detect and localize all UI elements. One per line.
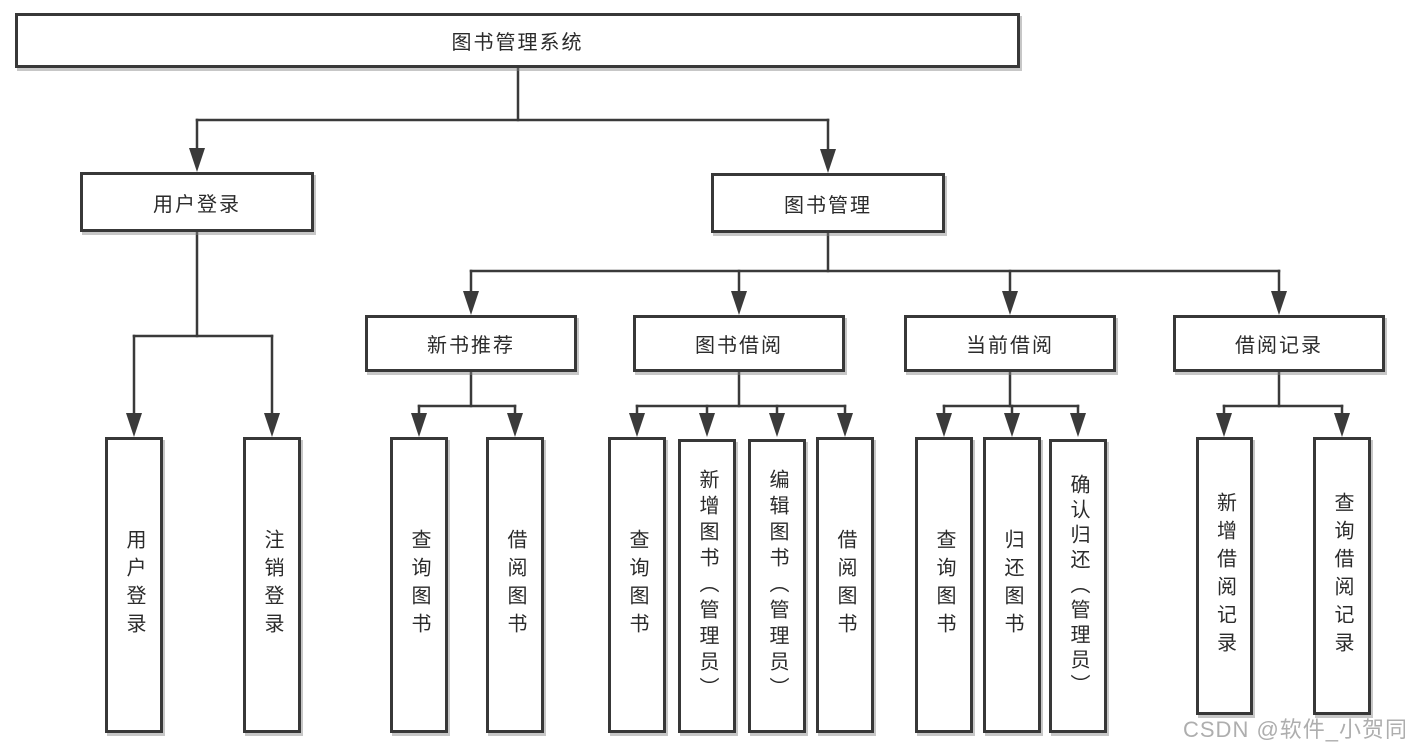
node-borrow-records: 借阅记录 <box>1173 315 1385 372</box>
node-book-borrow: 图书借阅 <box>633 315 845 372</box>
leaf-add-book-admin: 新增图书（管理员） <box>678 439 736 733</box>
node-label: 查询图书 <box>408 529 430 641</box>
leaf-add-borrow-record: 新增借阅记录 <box>1196 437 1253 715</box>
node-label: 用户登录 <box>153 193 241 216</box>
leaf-query-book-current: 查询图书 <box>915 437 973 733</box>
node-label: 图书借阅 <box>695 335 783 357</box>
node-label: 用户登录 <box>123 529 145 641</box>
leaf-query-book-recommend: 查询图书 <box>390 437 448 733</box>
node-label: 确认归还（管理员） <box>1067 473 1089 699</box>
node-label: 借阅图书 <box>834 529 856 641</box>
node-label: 图书管理 <box>784 194 872 217</box>
node-label: 借阅记录 <box>1235 335 1323 357</box>
node-label: 借阅图书 <box>504 529 526 641</box>
node-label: 归还图书 <box>1001 529 1023 641</box>
node-label: 查询图书 <box>933 529 955 641</box>
node-label: 查询借阅记录 <box>1331 492 1353 660</box>
node-label: 新增借阅记录 <box>1213 492 1236 660</box>
node-label: 编辑图书（管理员） <box>766 469 788 703</box>
node-label: 新增图书（管理员） <box>696 469 718 703</box>
leaf-borrow-book: 借阅图书 <box>816 437 874 733</box>
connector-book-borrow-to-leaves <box>629 370 853 437</box>
leaf-query-borrow-record: 查询借阅记录 <box>1313 437 1371 715</box>
leaf-edit-book-admin: 编辑图书（管理员） <box>748 439 806 733</box>
csdn-watermark: CSDN @软件_小贺同学 <box>1183 717 1405 742</box>
node-label: 注销登录 <box>261 529 283 641</box>
connector-book-management-to-level3 <box>463 231 1287 315</box>
leaf-return-book: 归还图书 <box>983 437 1041 733</box>
node-new-book-recommend: 新书推荐 <box>365 315 577 372</box>
node-label: 图书管理系统 <box>451 32 584 54</box>
connector-borrow-records-to-leaves <box>1216 370 1350 437</box>
connector-root-to-level2 <box>189 66 836 173</box>
connector-new-book-to-leaves <box>411 370 523 437</box>
leaf-confirm-return-admin: 确认归还（管理员） <box>1049 439 1107 733</box>
node-label: 新书推荐 <box>427 335 515 357</box>
leaf-logout: 注销登录 <box>243 437 301 733</box>
node-user-login: 用户登录 <box>80 172 314 232</box>
node-label: 查询图书 <box>626 529 648 641</box>
leaf-user-login: 用户登录 <box>105 437 163 733</box>
leaf-query-book-borrow: 查询图书 <box>608 437 666 733</box>
leaf-borrow-book-recommend: 借阅图书 <box>486 437 544 733</box>
node-current-borrow: 当前借阅 <box>904 315 1116 372</box>
node-library-management-system: 图书管理系统 <box>15 13 1020 68</box>
node-book-management: 图书管理 <box>711 173 945 233</box>
connector-user-login-to-leaves <box>126 230 280 437</box>
connector-current-borrow-to-leaves <box>936 370 1086 437</box>
node-label: 当前借阅 <box>966 335 1054 357</box>
